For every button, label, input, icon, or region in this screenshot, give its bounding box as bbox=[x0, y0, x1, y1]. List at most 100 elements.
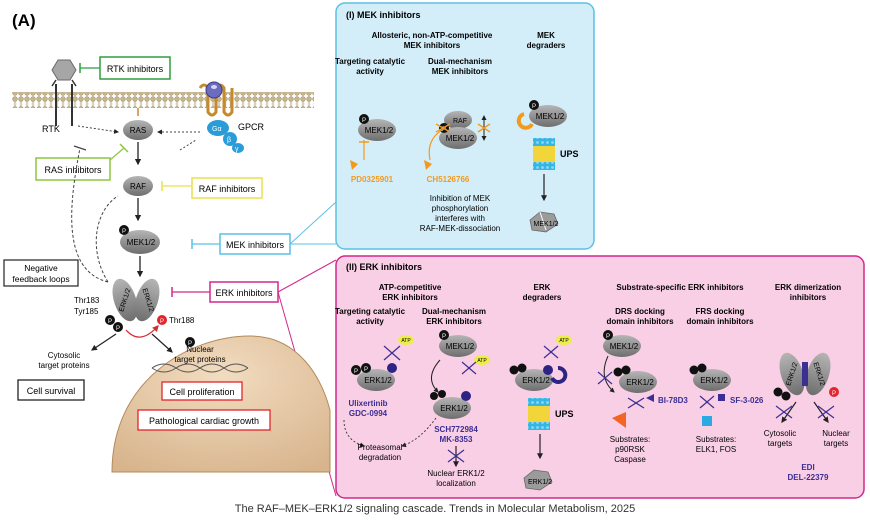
ras-inhibitors-box bbox=[35, 157, 111, 181]
frs-substrates-2: ELK1, FOS bbox=[696, 445, 736, 454]
ups-proteasome-mek bbox=[533, 138, 555, 170]
cardiac-growth-box bbox=[137, 409, 271, 431]
nuclear-loc-label-1: Nuclear ERK1/2 bbox=[427, 469, 485, 478]
erk-dual-1: Dual-mechanism bbox=[422, 307, 486, 316]
svg-text:P: P bbox=[122, 229, 126, 235]
ras-protein bbox=[123, 120, 153, 140]
svg-text:ERK1/2: ERK1/2 bbox=[522, 376, 550, 385]
g-alpha-label: Gα bbox=[212, 126, 222, 133]
raf-dual-protein bbox=[444, 111, 472, 129]
mek-catalytic-protein bbox=[358, 119, 396, 141]
svg-text:MEK1/2: MEK1/2 bbox=[536, 112, 565, 121]
svg-text:P: P bbox=[160, 319, 164, 325]
raf-inhibitors-box bbox=[191, 177, 263, 199]
svg-text:MEK1/2: MEK1/2 bbox=[365, 126, 394, 135]
drs-substrates-1: Substrates: bbox=[610, 435, 650, 444]
mek-protein bbox=[120, 230, 160, 254]
erk-atp-comp-2: ERK inhibitors bbox=[382, 293, 438, 302]
cytosolic-label-2: target proteins bbox=[38, 361, 89, 370]
proteasomal-label-2: degradation bbox=[359, 453, 401, 462]
nuc-targets-2: targets bbox=[824, 439, 848, 448]
svg-text:ERK1/2: ERK1/2 bbox=[528, 479, 552, 486]
svg-text:RAF: RAF bbox=[453, 118, 467, 125]
svg-text:P: P bbox=[832, 391, 836, 397]
cyto-targets-2: targets bbox=[768, 439, 792, 448]
erk-dual-protein bbox=[433, 397, 471, 419]
bi78d3-icon bbox=[646, 394, 654, 402]
atp-icon-2 bbox=[474, 355, 490, 365]
drug-pd0325901: PD0325901 bbox=[351, 175, 394, 184]
svg-text:P: P bbox=[442, 127, 446, 133]
erk-degrader-icon bbox=[550, 366, 568, 384]
atp-icon-1 bbox=[398, 335, 414, 345]
nuclear-label-2: target proteins bbox=[174, 355, 225, 364]
thr183-label: Thr183 bbox=[74, 296, 100, 305]
cell-membrane bbox=[12, 92, 314, 108]
figure-caption: The RAF–MEK–ERK1/2 signaling cascade. Tr… bbox=[234, 503, 636, 515]
mek-degrader-protein bbox=[529, 105, 567, 127]
mek-drs-protein bbox=[603, 335, 641, 357]
tyr185-label: Tyr185 bbox=[74, 307, 99, 316]
erk-dual-2: ERK inhibitors bbox=[426, 317, 482, 326]
ras-inhibitors-label: RAS inhibitors bbox=[44, 165, 102, 175]
svg-text:ERK1/2: ERK1/2 bbox=[364, 376, 392, 385]
panel-label: (A) bbox=[12, 11, 36, 30]
negative-feedback-label-2: feedback loops bbox=[12, 274, 69, 284]
atp-icon-3 bbox=[556, 335, 572, 345]
rtk-label: RTK bbox=[42, 124, 60, 134]
nucleus bbox=[111, 335, 331, 473]
sch772984-icon bbox=[461, 391, 471, 401]
svg-text:P: P bbox=[362, 118, 366, 124]
erk-dimer-2: inhibitors bbox=[790, 293, 827, 302]
erk-frs-protein bbox=[693, 369, 731, 391]
mek-note-1: Inhibition of MEK bbox=[430, 194, 491, 203]
g-protein bbox=[207, 120, 244, 153]
cardiac-growth-label: Pathological cardiac growth bbox=[149, 416, 259, 426]
mek-label: MEK1/2 bbox=[127, 238, 156, 247]
erk-ups-label: UPS bbox=[555, 409, 574, 419]
feedback-loop-1 bbox=[71, 147, 109, 283]
degraded-mek bbox=[529, 211, 559, 233]
svg-text:ATP: ATP bbox=[401, 338, 411, 344]
drug-sch772984: SCH772984 bbox=[434, 425, 478, 434]
drs-substrate-icon bbox=[612, 412, 626, 428]
svg-text:P: P bbox=[532, 104, 536, 110]
erk-catalytic-1: Targeting catalytic bbox=[335, 307, 406, 316]
svg-text:ATP: ATP bbox=[477, 358, 487, 364]
svg-text:ATP: ATP bbox=[559, 338, 569, 344]
negative-feedback-box bbox=[3, 259, 79, 287]
mek-dual-protein bbox=[439, 127, 477, 149]
erk-drs-protein bbox=[619, 371, 657, 393]
mek-note-2: phosphorylation bbox=[432, 204, 488, 213]
nuclear-label-1: Nuclear bbox=[186, 345, 214, 354]
svg-text:P: P bbox=[116, 326, 120, 332]
mek-ups-label: UPS bbox=[560, 149, 579, 159]
drs-substrates-2: p90RSK bbox=[615, 445, 645, 454]
nuclear-loc-label-2: localization bbox=[436, 479, 476, 488]
negative-feedback-label-1: Negative bbox=[24, 263, 58, 273]
erk-degrader-protein bbox=[515, 369, 553, 391]
svg-text:MEK1/2: MEK1/2 bbox=[446, 134, 475, 143]
erk-atp-comp-1: ATP-competitive bbox=[379, 283, 442, 292]
mek-erk-dual-protein bbox=[439, 335, 477, 357]
drug-edi: EDI bbox=[801, 463, 814, 472]
drug-bi78d3: BI-78D3 bbox=[658, 396, 688, 405]
frs-substrates-1: Substrates: bbox=[696, 435, 736, 444]
erk-dimer bbox=[112, 278, 160, 322]
erk-dimer-panel bbox=[779, 352, 831, 396]
drs-substrates-3: Caspase bbox=[614, 455, 646, 464]
erk-inhibitors-label: ERK inhibitors bbox=[215, 288, 273, 298]
svg-text:MEK1/2: MEK1/2 bbox=[610, 342, 639, 351]
erk-catalytic-protein bbox=[357, 369, 395, 391]
frs-substrate-icon bbox=[702, 416, 712, 426]
svg-text:ERK1/2: ERK1/2 bbox=[700, 376, 728, 385]
mek-dual-2: MEK inhibitors bbox=[432, 67, 489, 76]
ups-proteasome-erk bbox=[528, 398, 550, 430]
erk-degraders-1: ERK bbox=[534, 283, 551, 292]
thr188-label: Thr188 bbox=[169, 316, 195, 325]
g-beta-label: β bbox=[227, 137, 231, 144]
erk-substrate-specific: Substrate-specific ERK inhibitors bbox=[616, 283, 744, 292]
drug-del22379: DEL-22379 bbox=[788, 473, 829, 482]
mek-degraders-2: degraders bbox=[527, 41, 566, 50]
mek-dual-1: Dual-mechanism bbox=[428, 57, 492, 66]
